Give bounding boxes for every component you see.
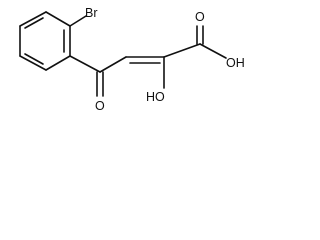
alkene-acid-bond [163, 43, 201, 58]
carbonyl-alkene-bond [99, 56, 127, 73]
ring-bond-1 [45, 11, 71, 27]
c-br-bond [69, 15, 87, 27]
ring-inner-bond-b [24, 53, 44, 65]
acid-hydroxyl-label: OH [226, 56, 245, 70]
ring-carbonyl-bond [69, 55, 101, 73]
ketone-oxygen-label: O [95, 99, 105, 113]
acid-oxygen-label: O [195, 10, 205, 24]
ring-bond-4 [19, 55, 47, 71]
ring-bond-3 [45, 55, 71, 71]
ring-bond-6 [19, 11, 47, 27]
chemical-structure-diagram: Br O HO O OH [19, 6, 245, 113]
acid-oh-bond [199, 43, 227, 59]
bromine-label: Br [85, 6, 98, 20]
enol-hydroxyl-label: HO [146, 90, 165, 104]
ring-inner-bond-c [24, 17, 44, 29]
structure-canvas: Br O HO O OH [0, 0, 264, 138]
benzene-ring [19, 11, 71, 71]
